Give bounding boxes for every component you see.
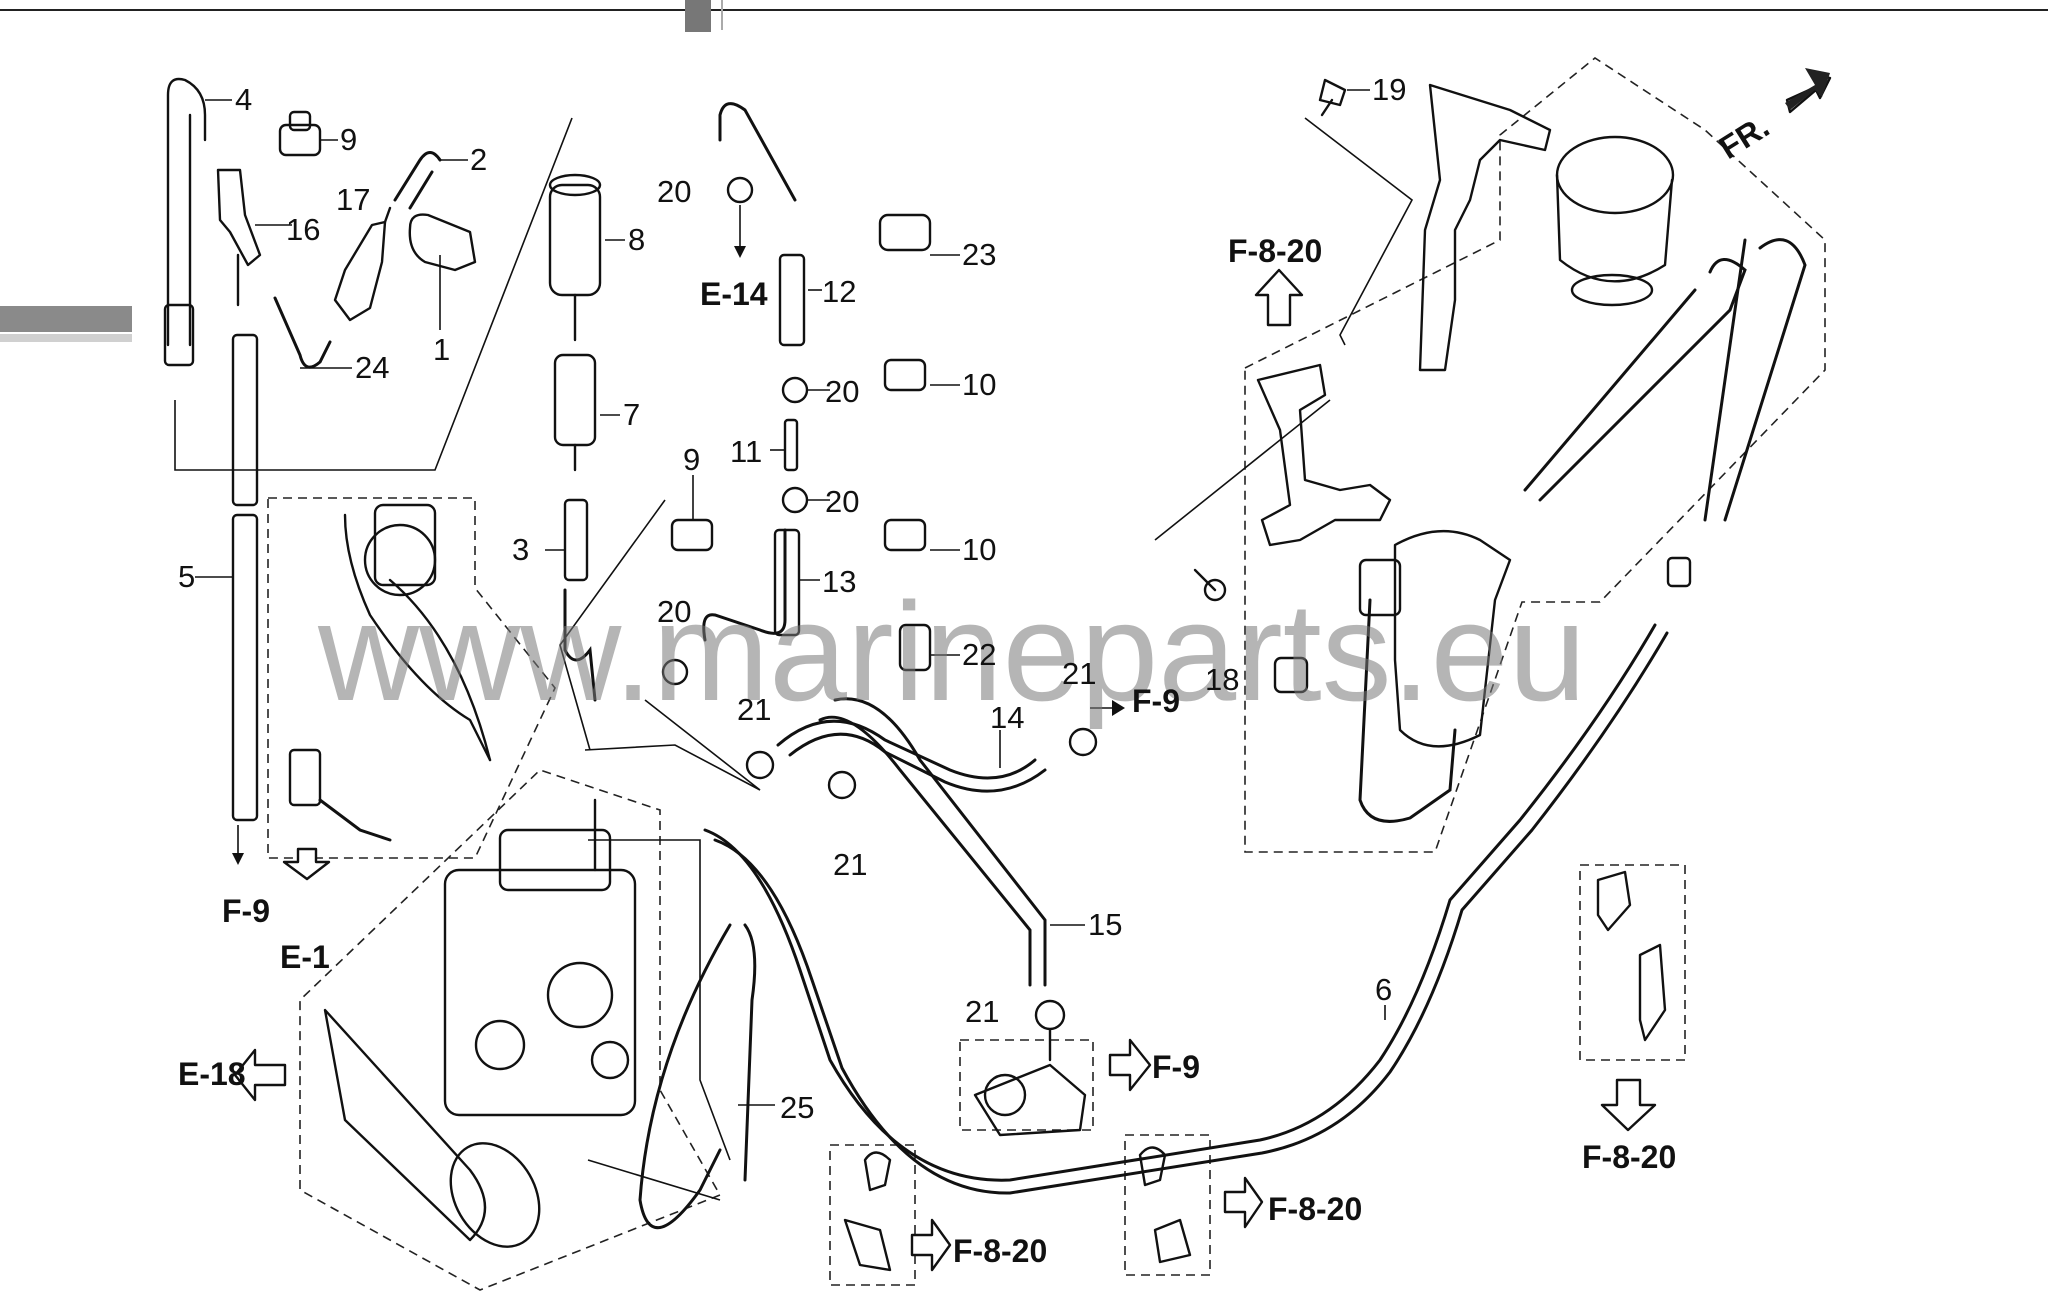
- reference-arrows: [233, 68, 1832, 1272]
- part-clips-9-10-22-23: [670, 213, 932, 672]
- callout-21-lower: 21: [965, 994, 999, 1029]
- part-20-clamps: [661, 176, 809, 686]
- ref-f8-20-bottom-left: F-8-20: [953, 1233, 1047, 1269]
- ref-f9-left: F-9: [222, 893, 270, 929]
- bracket-upper: [1418, 83, 1552, 372]
- ref-f9-right: F-9: [1152, 1049, 1200, 1085]
- page-frame: [0, 0, 2048, 342]
- callout-8: 8: [628, 222, 645, 257]
- part-2-hose: [393, 151, 442, 210]
- part-19-bolt: [1318, 78, 1347, 117]
- part-6-hose: [703, 623, 1669, 1195]
- callout-leaders: [195, 89, 1386, 1106]
- callout-5: 5: [178, 559, 195, 594]
- callout-18: 18: [1205, 662, 1239, 697]
- ref-f8-20-top: F-8-20: [1228, 233, 1322, 269]
- fuel-pump-cap: [1555, 135, 1675, 307]
- callout-23: 23: [962, 237, 996, 272]
- callout-20-third: 20: [825, 484, 859, 519]
- callout-20-second: 20: [825, 374, 859, 409]
- callout-1: 1: [433, 332, 450, 367]
- callout-10-top: 10: [962, 367, 996, 402]
- part-17-filter: [333, 206, 392, 322]
- callout-20-top: 20: [657, 174, 691, 209]
- small-brackets: [843, 870, 1667, 1272]
- part-5-hose: [231, 333, 259, 822]
- arrowheads: [232, 205, 1125, 865]
- callout-3: 3: [512, 532, 529, 567]
- callout-2: 2: [470, 142, 487, 177]
- part-12-hose: [718, 102, 806, 347]
- ref-f8-20-right: F-8-20: [1582, 1139, 1676, 1175]
- part-15-hose: [818, 697, 1047, 987]
- filter-cylinder: [323, 1008, 541, 1248]
- callout-20-bottom: 20: [657, 594, 691, 629]
- vapor-separator-assembly: [288, 503, 492, 842]
- bracket-lower: [1256, 363, 1392, 547]
- callout-25: 25: [780, 1090, 814, 1125]
- ref-f9-mid: F-9: [1132, 683, 1180, 719]
- part-7-filter: [553, 353, 597, 472]
- callout-4: 4: [235, 82, 252, 117]
- ref-e14: E-14: [700, 276, 768, 312]
- water-separator: [973, 1028, 1087, 1137]
- callout-17: 17: [336, 182, 370, 217]
- reference-labels: F-9 E-1 E-14 E-18 F-9 F-9 F-8-20 F-8-20 …: [178, 108, 1775, 1269]
- part-11-connector: [783, 418, 799, 472]
- ref-e1: E-1: [280, 939, 330, 975]
- assembly-outlines: [267, 57, 1826, 1291]
- part-3-hose: [563, 498, 597, 702]
- fuel-pump-body: [443, 798, 637, 1117]
- callout-12: 12: [822, 274, 856, 309]
- callout-6: 6: [1375, 972, 1392, 1007]
- callout-13: 13: [822, 564, 856, 599]
- callout-numbers: 4 9 2 17 16 1 24 8 7 3 5 20 12 20 11 20 …: [178, 72, 1406, 1125]
- part-13-hose: [702, 528, 801, 642]
- part-4-hose: [163, 77, 207, 367]
- fuel-pump-motor: [1193, 530, 1512, 823]
- part-18-grommet: [1273, 656, 1309, 694]
- callout-21-mid: 21: [833, 847, 867, 882]
- right-hoses: [1523, 238, 1807, 588]
- part-9-clip-top: [278, 110, 322, 157]
- callout-7: 7: [623, 397, 640, 432]
- callout-24: 24: [355, 350, 389, 385]
- front-direction-label: FR.: [1713, 108, 1776, 166]
- ref-f8-20-bottom-mid: F-8-20: [1268, 1191, 1362, 1227]
- callout-22: 22: [962, 637, 996, 672]
- callout-15: 15: [1088, 907, 1122, 942]
- part-16-joint: [216, 168, 262, 307]
- callout-14: 14: [990, 700, 1024, 735]
- part-24-hose: [273, 296, 332, 369]
- callout-19: 19: [1372, 72, 1406, 107]
- ref-e18: E-18: [178, 1056, 246, 1092]
- watermark: www.marineparts.eu: [317, 573, 1586, 730]
- callout-11: 11: [730, 434, 762, 469]
- part-8-strainer: [548, 173, 602, 342]
- callout-10-bottom: 10: [962, 532, 996, 567]
- part-14-hose: [776, 719, 1047, 793]
- callout-21-right: 21: [1062, 656, 1096, 691]
- part-25-hose: [638, 923, 757, 1230]
- callout-9-top: 9: [340, 122, 357, 157]
- callout-9-mid: 9: [683, 442, 700, 477]
- callout-16: 16: [286, 212, 320, 247]
- part-1-clip: [408, 213, 477, 272]
- callout-21-left: 21: [737, 692, 771, 727]
